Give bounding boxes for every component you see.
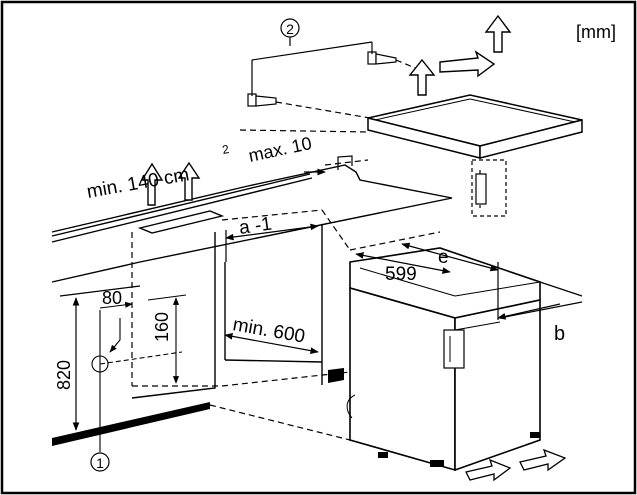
callout-2-circle	[280, 18, 300, 38]
dim-80-label: 80	[102, 288, 122, 308]
lift-arrow-right-icon	[484, 14, 512, 53]
fridge	[346, 247, 541, 472]
dim-a-1	[225, 223, 319, 262]
e-label: e	[438, 247, 449, 268]
screws	[247, 18, 421, 119]
callout-2-label: 2	[286, 21, 294, 37]
a-minus-1-label: a -1	[238, 214, 273, 239]
worktop	[51, 164, 453, 283]
slide-arrow-icon	[439, 50, 496, 78]
fridge-hinge-icon	[443, 329, 465, 369]
depth-b-label: b	[554, 323, 565, 345]
callout-1-circle	[90, 452, 110, 472]
vent-area-exponent: 2	[221, 142, 230, 157]
dim-820	[59, 285, 141, 431]
fridge-dims	[355, 242, 583, 320]
socket-dims	[91, 294, 187, 452]
removal-arrows	[408, 14, 512, 96]
niche-walls	[131, 225, 323, 399]
vent-arrow-right-icon	[177, 161, 201, 201]
vent-arrow-left-icon	[140, 162, 164, 206]
push-arrow-right-icon	[519, 448, 567, 472]
callout-1-label: 1	[96, 455, 104, 471]
niche-outline	[131, 129, 441, 441]
vent-area-label: min. 140 cm	[85, 164, 191, 203]
hinge-detail	[475, 173, 487, 205]
dim-820-label: 820	[54, 360, 74, 390]
dim-min-600	[224, 333, 319, 354]
floor-plinth	[52, 368, 344, 446]
socket-icon	[91, 355, 109, 373]
max-gap-label: max. 10	[247, 133, 314, 166]
unit-label: [mm]	[576, 22, 616, 42]
screw-right-icon	[367, 51, 397, 65]
push-arrow-left-icon	[465, 458, 512, 482]
width-599-label: 599	[385, 264, 417, 285]
top-cover	[367, 94, 583, 159]
dim-max-10	[304, 155, 353, 176]
lift-arrow-left-icon	[408, 58, 436, 96]
dim-160-label: 160	[152, 312, 172, 342]
insert-arrows	[465, 448, 567, 482]
vent-slot	[137, 161, 225, 234]
